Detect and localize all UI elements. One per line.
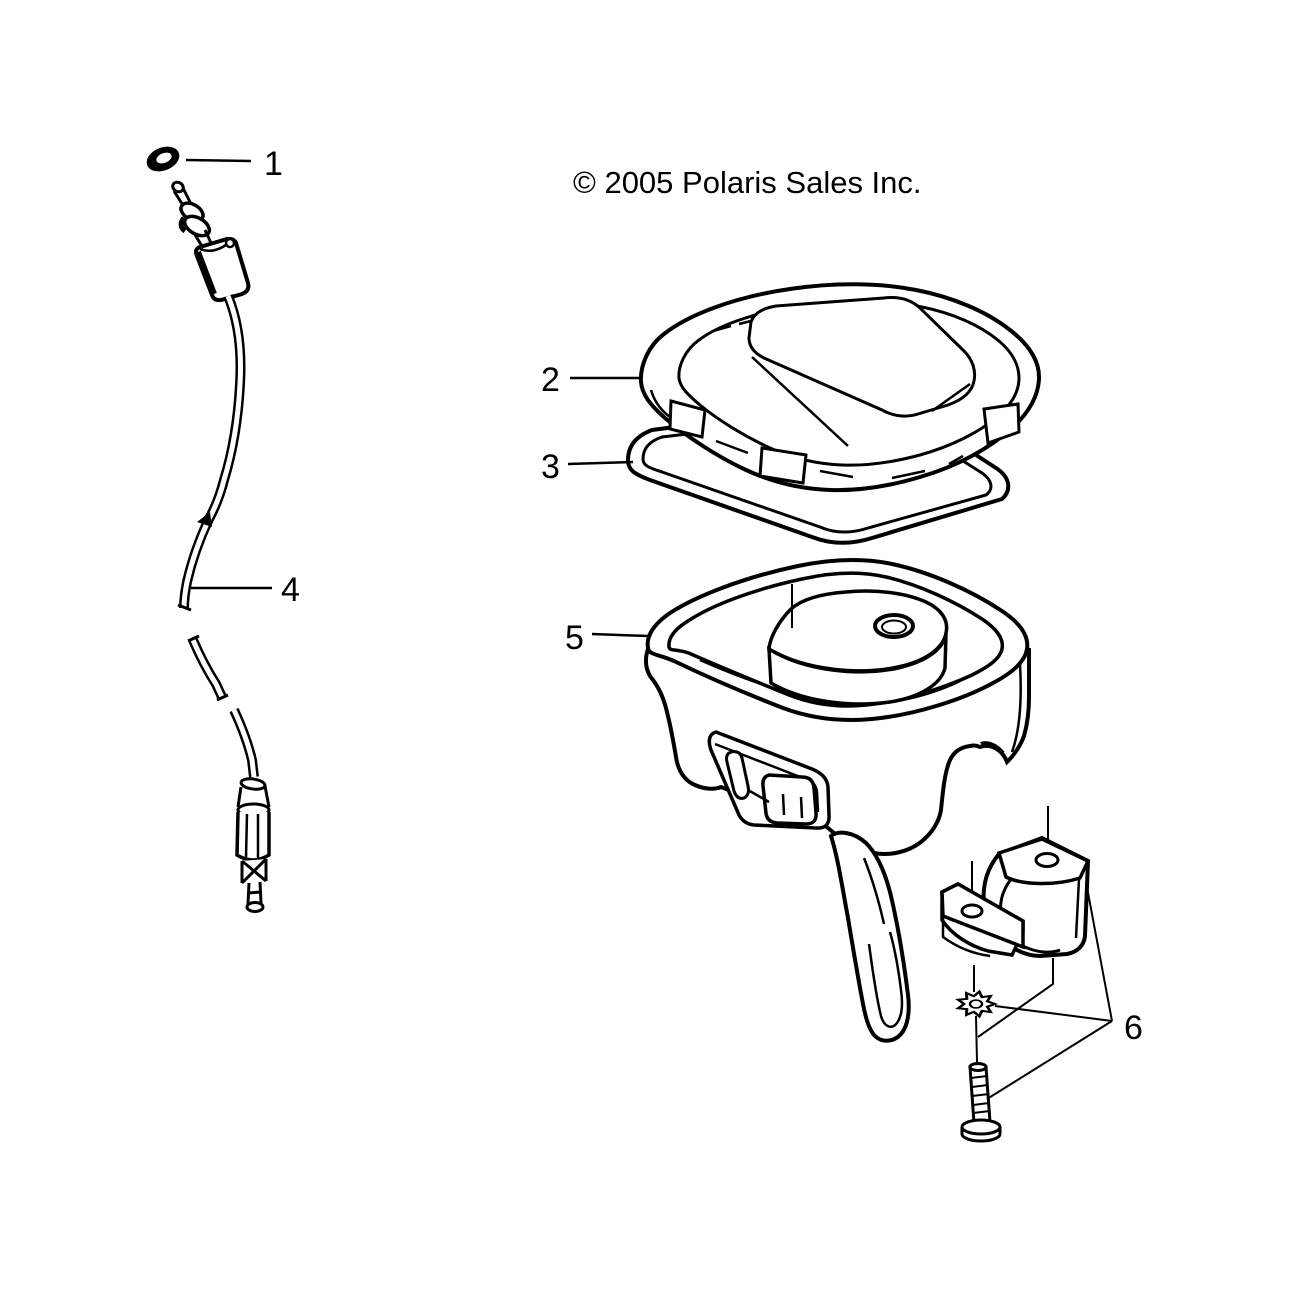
callout-4-label: 4: [281, 571, 300, 609]
callout-2: 2: [541, 361, 641, 399]
cable-top-fitting: [171, 180, 251, 303]
cover-tab: [982, 402, 1021, 446]
leader-lines-6: [986, 881, 1113, 1100]
throttle-cable-part: [171, 180, 271, 913]
callout-1: 1: [185, 145, 283, 183]
bolt-head: [960, 1118, 1002, 1136]
cover-tab: [668, 399, 707, 439]
callout-1-label: 1: [264, 145, 283, 183]
leader-line-1: [185, 158, 252, 163]
leader-line-5: [591, 632, 649, 638]
jam-nut: [240, 857, 268, 885]
cover-tab: [758, 446, 808, 485]
cover-gasket-part: [625, 400, 1011, 545]
cable-upper-run: [177, 294, 246, 612]
star-washer: [955, 989, 999, 1019]
cable-break-segment: [187, 634, 229, 702]
callout-6: 6: [986, 881, 1143, 1100]
clamp-half-small: [940, 861, 1025, 958]
callout-2-label: 2: [541, 361, 560, 399]
oring-part: [146, 146, 180, 172]
throttle-lever-blade: [828, 830, 911, 1043]
clamp-small-top-face: [940, 882, 1025, 950]
callout-3-label: 3: [541, 448, 560, 486]
clamp-large-hole: [1034, 852, 1060, 868]
clamp-small-hole: [960, 903, 984, 919]
throttle-housing-part: [643, 558, 1031, 1043]
handlebar-notch: [980, 741, 1005, 755]
callout-4: 4: [191, 571, 300, 609]
callout-5-label: 5: [565, 619, 584, 657]
callout-5: 5: [565, 619, 649, 657]
bolt-threads: [970, 1075, 991, 1114]
callout-6-label: 6: [1124, 1009, 1143, 1047]
cover-boss: [747, 296, 977, 418]
clamp-bolt: [960, 1062, 1002, 1143]
copyright-text: © 2005 Polaris Sales Inc.: [573, 165, 922, 200]
lever-pad: [761, 773, 818, 826]
assembly-axis-lines: [973, 958, 1054, 1063]
leader-line-3: [567, 460, 634, 466]
cable-kink-mark: [197, 512, 212, 527]
clamp-hardware-part: [940, 806, 1091, 1143]
callout-3: 3: [541, 448, 634, 486]
cable-lower-adjuster: [229, 707, 271, 913]
control-cover-part: [638, 282, 1042, 493]
lever-pivot: [725, 750, 750, 800]
